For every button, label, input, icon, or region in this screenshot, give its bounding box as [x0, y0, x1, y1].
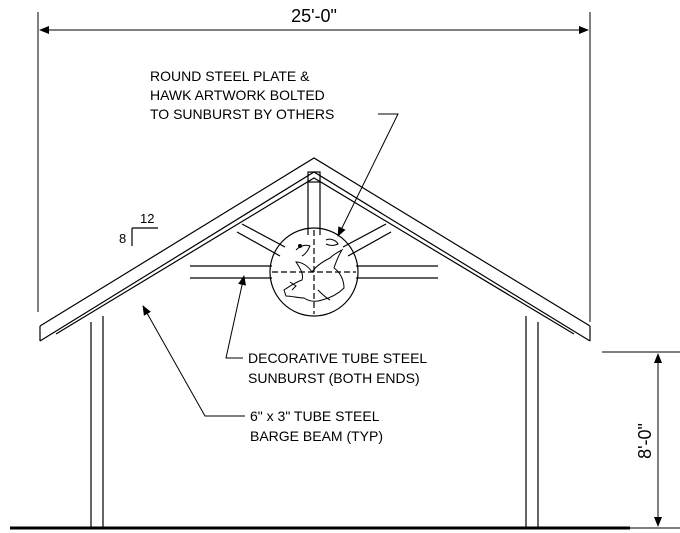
hawk-artwork — [283, 238, 345, 302]
right-post — [525, 316, 539, 528]
sunburst-leader — [225, 275, 246, 359]
plate-callout-line-3: TO SUNBURST BY OTHERS — [150, 106, 334, 122]
plate-leader — [337, 113, 399, 237]
overall-width-dimension — [37, 12, 591, 322]
sunburst-diagonals — [236, 223, 392, 257]
sunburst-callout-line-1: DECORATIVE TUBE STEEL — [248, 350, 427, 366]
king-post — [307, 171, 321, 235]
beam-callout-line-2: BARGE BEAM (TYP) — [250, 428, 383, 444]
overall-width-label: 25'-0" — [291, 6, 337, 26]
slope-indicator — [131, 227, 158, 246]
eave-height-label: 8'-0" — [635, 423, 655, 459]
plate-callout-line-1: ROUND STEEL PLATE & — [150, 68, 310, 84]
beam-callout-line-1: 6" x 3" TUBE STEEL — [250, 408, 380, 424]
beam-leader — [142, 305, 245, 417]
barge-beam — [39, 157, 591, 342]
sunburst-callout-line-2: SUNBURST (BOTH ENDS) — [248, 370, 420, 386]
slope-rise-label: 8 — [119, 231, 126, 246]
slope-run-label: 12 — [140, 211, 154, 226]
plate-callout-line-2: HAWK ARTWORK BOLTED — [150, 87, 325, 103]
round-steel-plate — [269, 227, 359, 317]
eave-height-dimension — [602, 351, 680, 529]
left-post — [90, 316, 104, 528]
sunburst-tie — [190, 265, 438, 279]
